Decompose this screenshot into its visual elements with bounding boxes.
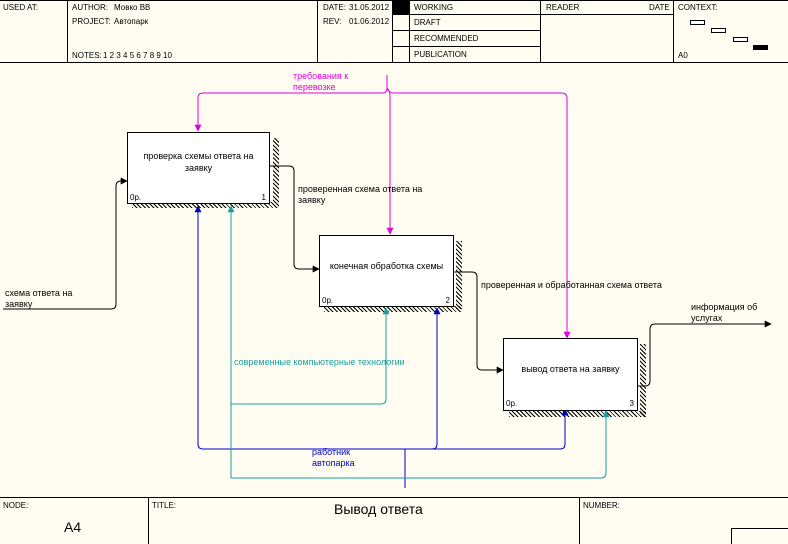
- date-value: 31.05.2012: [349, 3, 390, 12]
- label-input-scheme: схема ответа на заявку: [5, 288, 73, 309]
- activity-2-name: конечная обработка схемы: [329, 261, 444, 271]
- mechanism-worker-to-activity-2: [405, 307, 441, 450]
- status-recommended: RECOMMENDED: [414, 34, 479, 43]
- header-divider-3: [392, 0, 393, 62]
- header-divider-5: [540, 0, 541, 62]
- context-box-1: [690, 20, 705, 25]
- status-draft: DRAFT: [414, 18, 441, 27]
- node-label: NODE:: [3, 501, 29, 510]
- label-checked-scheme: проверенная схема ответа на заявку: [298, 184, 423, 205]
- mechanism-tech-line: [231, 410, 610, 479]
- label-mechanism-worker: работник автопарка: [312, 447, 355, 468]
- status-row-line-3: [392, 46, 540, 47]
- rev-value: 01.06.2012: [349, 17, 390, 26]
- flow-arrow-checked-scheme: [269, 165, 320, 273]
- title-label: TITLE:: [152, 501, 177, 510]
- date-label: DATE:: [323, 3, 346, 12]
- mechanism-worker-line: [203, 408, 569, 450]
- node-value: A4: [64, 519, 82, 535]
- activity-1-shadow-bottom: [132, 202, 279, 208]
- label-control-requirements: требования к перевозке: [293, 71, 349, 92]
- context-label: CONTEXT:: [678, 3, 718, 12]
- mechanism-tech-to-activity-2: [231, 307, 390, 405]
- label-processed-scheme: проверенная и обработанная схема ответа: [481, 280, 662, 290]
- activity-1-box[interactable]: проверка схемы ответа на заявку 0р. 1: [127, 132, 270, 204]
- label-mechanism-tech: современные компьютерные технологии: [234, 357, 405, 367]
- notes-label: NOTES:: [72, 51, 102, 60]
- control-arrow-to-activity-2: [386, 87, 394, 235]
- activity-2-number: 2: [445, 296, 450, 305]
- control-arrow-to-activity-1: [194, 87, 388, 132]
- project-label: PROJECT:: [72, 17, 111, 26]
- control-arrow-to-activity-3: [386, 87, 571, 339]
- header-top-border: [0, 0, 788, 1]
- activity-2-box[interactable]: конечная обработка схемы 0р. 2: [319, 235, 454, 307]
- activity-3-shadow-bottom: [509, 411, 646, 417]
- reader-label: READER: [546, 3, 580, 12]
- activity-2-shadow-bottom: [324, 306, 462, 312]
- number-label: NUMBER:: [583, 501, 620, 510]
- footer-divider-2: [579, 497, 580, 544]
- activity-3-box[interactable]: вывод ответа на заявку 0р. 3: [503, 338, 638, 411]
- status-row-line-2: [392, 30, 540, 31]
- context-box-2: [711, 28, 726, 33]
- header-divider-4: [409, 0, 410, 62]
- activity-3-shadow: [640, 344, 646, 417]
- status-row-line-1: [392, 14, 673, 15]
- used-at-label: USED AT:: [3, 3, 38, 12]
- notes-value: 1 2 3 4 5 6 7 8 9 10: [103, 51, 172, 60]
- activity-1-cost: 0р.: [130, 193, 142, 202]
- activity-3-number: 3: [629, 399, 634, 408]
- header-bottom-border: [0, 62, 788, 63]
- flow-arrow-processed-scheme: [453, 271, 504, 374]
- rev-label: REV:: [323, 17, 342, 26]
- activity-2-shadow: [456, 241, 462, 309]
- activity-1-name: проверка схемы ответа на заявку: [143, 151, 254, 173]
- footer-top-border: [0, 497, 788, 498]
- footer-divider-1: [148, 497, 149, 544]
- activity-3-cost: 0р.: [506, 399, 518, 408]
- status-publication: PUBLICATION: [414, 50, 467, 59]
- context-box-4-current: [753, 45, 768, 50]
- reader-date-label: DATE: [649, 3, 670, 12]
- label-output-info: информация об услугах: [691, 302, 758, 323]
- activity-1-shadow: [273, 138, 279, 205]
- mechanism-worker-to-activity-1: [194, 205, 204, 450]
- working-marker: [393, 1, 409, 14]
- author-label: AUTHOR:: [72, 3, 108, 12]
- context-node: A0: [678, 51, 688, 60]
- project-value: Автопарк: [114, 17, 149, 26]
- output-arrow-info: [637, 320, 772, 387]
- page-title: Вывод ответа: [334, 501, 423, 517]
- footer-number-box: [731, 528, 788, 544]
- header-divider-2: [317, 0, 318, 62]
- context-box-3: [733, 37, 748, 42]
- activity-1-number: 1: [261, 193, 266, 202]
- status-working: WORKING: [414, 3, 454, 12]
- header-divider-6: [673, 0, 674, 62]
- input-arrow-scheme: [3, 177, 128, 310]
- activity-3-name: вывод ответа на заявку: [521, 364, 620, 374]
- activity-2-cost: 0р.: [322, 296, 334, 305]
- header-divider-1: [67, 0, 68, 62]
- author-value: Мовко ВВ: [114, 3, 151, 12]
